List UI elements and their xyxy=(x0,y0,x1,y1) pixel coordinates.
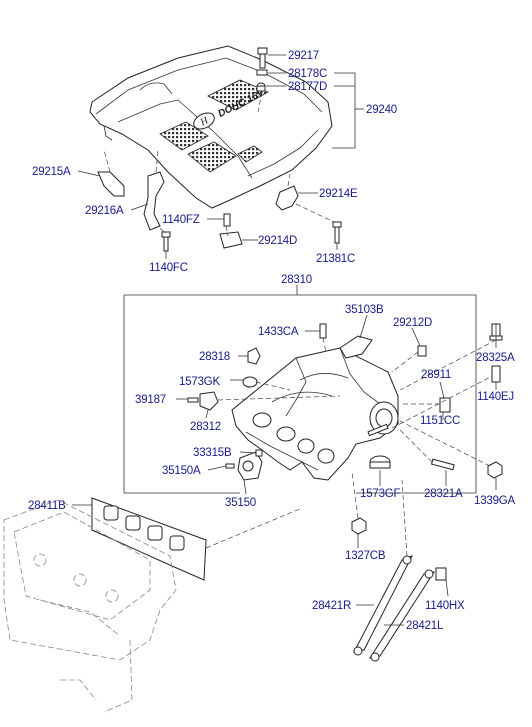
bolt-1140EJ[interactable] xyxy=(491,365,501,383)
label-33315B[interactable]: 33315B xyxy=(193,447,232,459)
label-28911[interactable]: 28911 xyxy=(421,369,451,381)
label-1573GF[interactable]: 1573GF xyxy=(360,488,401,500)
bolt-29217[interactable] xyxy=(257,47,268,69)
bolt-1140FZ[interactable] xyxy=(223,213,231,227)
label-1140EJ[interactable]: 1140EJ xyxy=(477,391,514,403)
label-28312[interactable]: 28312 xyxy=(190,421,221,433)
bolt-1140FC[interactable] xyxy=(161,231,171,252)
bracket-29214E[interactable] xyxy=(275,185,299,211)
stay-28421R[interactable] xyxy=(353,555,414,656)
part-labels: 29217 28178C 28177D 29240 29215A 29216A … xyxy=(28,50,516,632)
oring-1573GK[interactable] xyxy=(242,376,258,388)
bolt-33315B[interactable] xyxy=(255,449,263,457)
engine-cover-29240[interactable]: H DOHC 16V xyxy=(89,45,333,209)
bracket-29216A[interactable] xyxy=(143,171,165,231)
fitting-29212D[interactable] xyxy=(417,345,427,357)
label-29215A[interactable]: 29215A xyxy=(32,166,71,178)
nut-1339GA[interactable] xyxy=(487,461,503,479)
valve-28911[interactable] xyxy=(439,397,451,413)
cover-mesh-vents xyxy=(159,79,269,173)
label-28325A[interactable]: 28325A xyxy=(476,352,515,364)
grommet-28177D[interactable] xyxy=(256,82,266,92)
stud-28321A[interactable] xyxy=(430,458,455,471)
nut-1327CB[interactable] xyxy=(351,517,367,535)
group-box-28310 xyxy=(124,294,477,494)
label-1140FZ[interactable]: 1140FZ xyxy=(162,214,200,226)
label-28310[interactable]: 28310 xyxy=(281,274,312,286)
bracket-29215A[interactable] xyxy=(97,171,125,197)
label-39187[interactable]: 39187 xyxy=(135,394,166,406)
label-28318[interactable]: 28318 xyxy=(199,351,230,363)
label-29212D[interactable]: 29212D xyxy=(393,317,432,329)
cylinder-head-outline xyxy=(3,499,177,713)
bolt-1140HX[interactable] xyxy=(435,567,447,581)
bolt-39187[interactable] xyxy=(187,397,199,403)
label-29217[interactable]: 29217 xyxy=(288,50,319,62)
label-35150[interactable]: 35150 xyxy=(225,497,256,509)
washer-28178C[interactable] xyxy=(256,69,268,76)
label-1573GK[interactable]: 1573GK xyxy=(179,376,221,388)
label-35150A[interactable]: 35150A xyxy=(162,465,201,477)
label-1140HX[interactable]: 1140HX xyxy=(425,600,465,612)
sensor-1433CA[interactable] xyxy=(319,323,327,339)
label-1433CA[interactable]: 1433CA xyxy=(258,326,299,338)
label-1140FC[interactable]: 1140FC xyxy=(149,262,188,274)
label-1151CC[interactable]: 1151CC xyxy=(420,415,460,427)
label-35103B[interactable]: 35103B xyxy=(345,304,384,316)
stud-1151CC[interactable] xyxy=(367,423,389,437)
label-1327CB[interactable]: 1327CB xyxy=(345,550,386,562)
label-28178C[interactable]: 28178C xyxy=(288,68,327,80)
bolt-35150A[interactable] xyxy=(225,463,235,469)
label-28421R[interactable]: 28421R xyxy=(312,600,351,612)
label-1339GA[interactable]: 1339GA xyxy=(474,495,516,507)
label-29214D[interactable]: 29214D xyxy=(258,235,297,247)
sensor-28312[interactable] xyxy=(199,391,219,411)
actuator-35150[interactable] xyxy=(237,451,263,481)
vacuum-fitting-28318[interactable] xyxy=(247,347,261,365)
leader-lines xyxy=(72,54,497,626)
label-28411B[interactable]: 28411B xyxy=(28,500,66,512)
label-28177D[interactable]: 28177D xyxy=(288,81,327,93)
intake-manifold-28310[interactable] xyxy=(231,347,399,481)
label-28321A[interactable]: 28321A xyxy=(424,488,463,500)
label-29216A[interactable]: 29216A xyxy=(85,205,124,217)
gasket-1573GF[interactable] xyxy=(369,455,391,469)
bracket-35103B[interactable] xyxy=(339,335,373,359)
label-28421L[interactable]: 28421L xyxy=(406,620,444,632)
gasket-28411B[interactable] xyxy=(91,497,207,581)
label-29214E[interactable]: 29214E xyxy=(319,188,358,200)
bolt-21381C[interactable] xyxy=(332,221,342,244)
label-21381C[interactable]: 21381C xyxy=(316,253,355,265)
bracket-29214D[interactable] xyxy=(219,231,243,249)
stay-28421L[interactable] xyxy=(368,569,436,662)
label-29240[interactable]: 29240 xyxy=(366,104,397,116)
